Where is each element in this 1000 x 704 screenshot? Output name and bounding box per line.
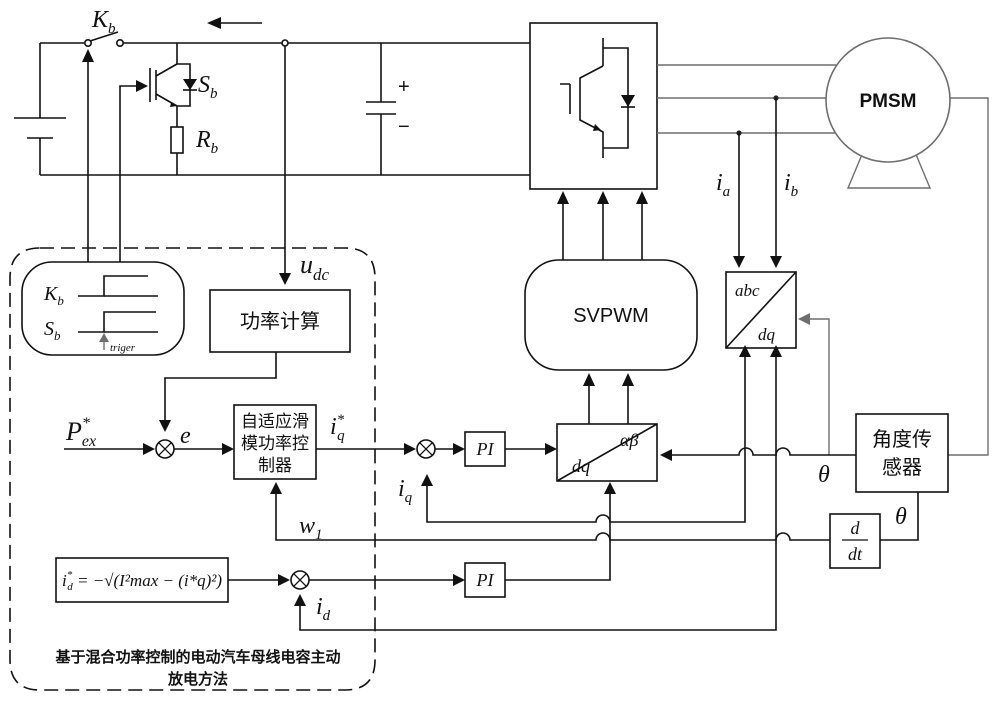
ia-label: ia bbox=[716, 170, 730, 200]
svpwm-label: SVPWM bbox=[573, 305, 649, 327]
kb-switch-contact-right bbox=[116, 38, 125, 47]
abc-dq-dq: dq bbox=[758, 325, 776, 344]
w1-label: w1 bbox=[299, 513, 323, 543]
capacitor-minus-sign: − bbox=[398, 116, 410, 138]
svpwm-block bbox=[524, 259, 698, 371]
smc-line3: 制器 bbox=[258, 456, 292, 476]
rb-resistor bbox=[170, 126, 184, 154]
method-region-boundary bbox=[9, 247, 376, 691]
iq-feedback-label: iq bbox=[398, 476, 413, 506]
pi-d-label: PI bbox=[476, 570, 495, 590]
inverter-block bbox=[529, 22, 658, 190]
kb-switch-contact-left bbox=[84, 38, 93, 47]
summing-junction-power bbox=[155, 439, 175, 459]
inverter-diode-icon bbox=[621, 95, 635, 107]
id-formula-text: i*d = −√(I²max − (i*q)²) bbox=[62, 569, 222, 593]
angle-sensor-line2: 感器 bbox=[882, 455, 922, 479]
rb-label: Rb bbox=[195, 127, 219, 157]
derivative-block bbox=[829, 513, 881, 569]
power-calc-label: 功率计算 bbox=[240, 309, 320, 333]
pex-star-label: P*ex bbox=[65, 415, 96, 450]
sb-label: Sb bbox=[198, 72, 218, 102]
id-reference-formula-block bbox=[55, 557, 229, 603]
summing-junction-id bbox=[290, 570, 310, 590]
angle-sensor-line1: 角度传 bbox=[872, 427, 932, 451]
theta-label-2: θ bbox=[895, 504, 907, 530]
inverse-park-alpha-beta: αβ bbox=[620, 430, 638, 450]
inverse-park-dq: dq bbox=[572, 456, 590, 476]
pmsm-motor bbox=[825, 37, 951, 163]
inverter bbox=[529, 22, 658, 190]
summing-junction-iq bbox=[416, 439, 436, 459]
method-caption-line2: 放电方法 bbox=[167, 670, 228, 688]
pmsm-label: PMSM bbox=[860, 91, 917, 112]
error-e-label: e bbox=[180, 423, 191, 449]
kb-switch-label: Kb bbox=[91, 7, 116, 37]
encoder-line bbox=[948, 97, 989, 456]
pi-q-label: PI bbox=[476, 439, 495, 459]
legend-trigger-label: triger bbox=[110, 342, 136, 354]
ib-label: ib bbox=[784, 170, 799, 200]
derivative-numerator: d bbox=[851, 518, 861, 538]
method-caption-line1: 基于混合功率控制的电动汽车母线电容主动 bbox=[54, 648, 340, 666]
smc-controller-block bbox=[233, 404, 317, 480]
legend-sb-label: Sb bbox=[44, 318, 61, 343]
derivative-denominator: dt bbox=[848, 544, 863, 564]
legend-kb-label: Kb bbox=[43, 283, 64, 308]
capacitor-plus-sign: + bbox=[398, 76, 410, 98]
id-feedback-label: id bbox=[316, 594, 331, 624]
sb-diode-icon bbox=[183, 79, 197, 90]
smc-line1: 自适应滑 bbox=[241, 412, 309, 432]
power-calc-block bbox=[209, 289, 351, 353]
kb-switch-blade bbox=[89, 31, 119, 42]
current-direction-arrow-icon bbox=[207, 17, 221, 29]
udc-label: udc bbox=[300, 250, 330, 284]
udc-sense-node bbox=[281, 39, 289, 47]
angle-sensor-block bbox=[855, 413, 949, 493]
pi-controller-q bbox=[464, 431, 506, 467]
power-circuit bbox=[14, 17, 530, 176]
theta-label-1: θ bbox=[818, 462, 830, 488]
pi-controller-d bbox=[464, 562, 506, 598]
abc-dq-abc: abc bbox=[735, 281, 760, 300]
smc-line2: 模功率控 bbox=[241, 434, 309, 454]
iq-star-label: i*q bbox=[330, 412, 345, 444]
